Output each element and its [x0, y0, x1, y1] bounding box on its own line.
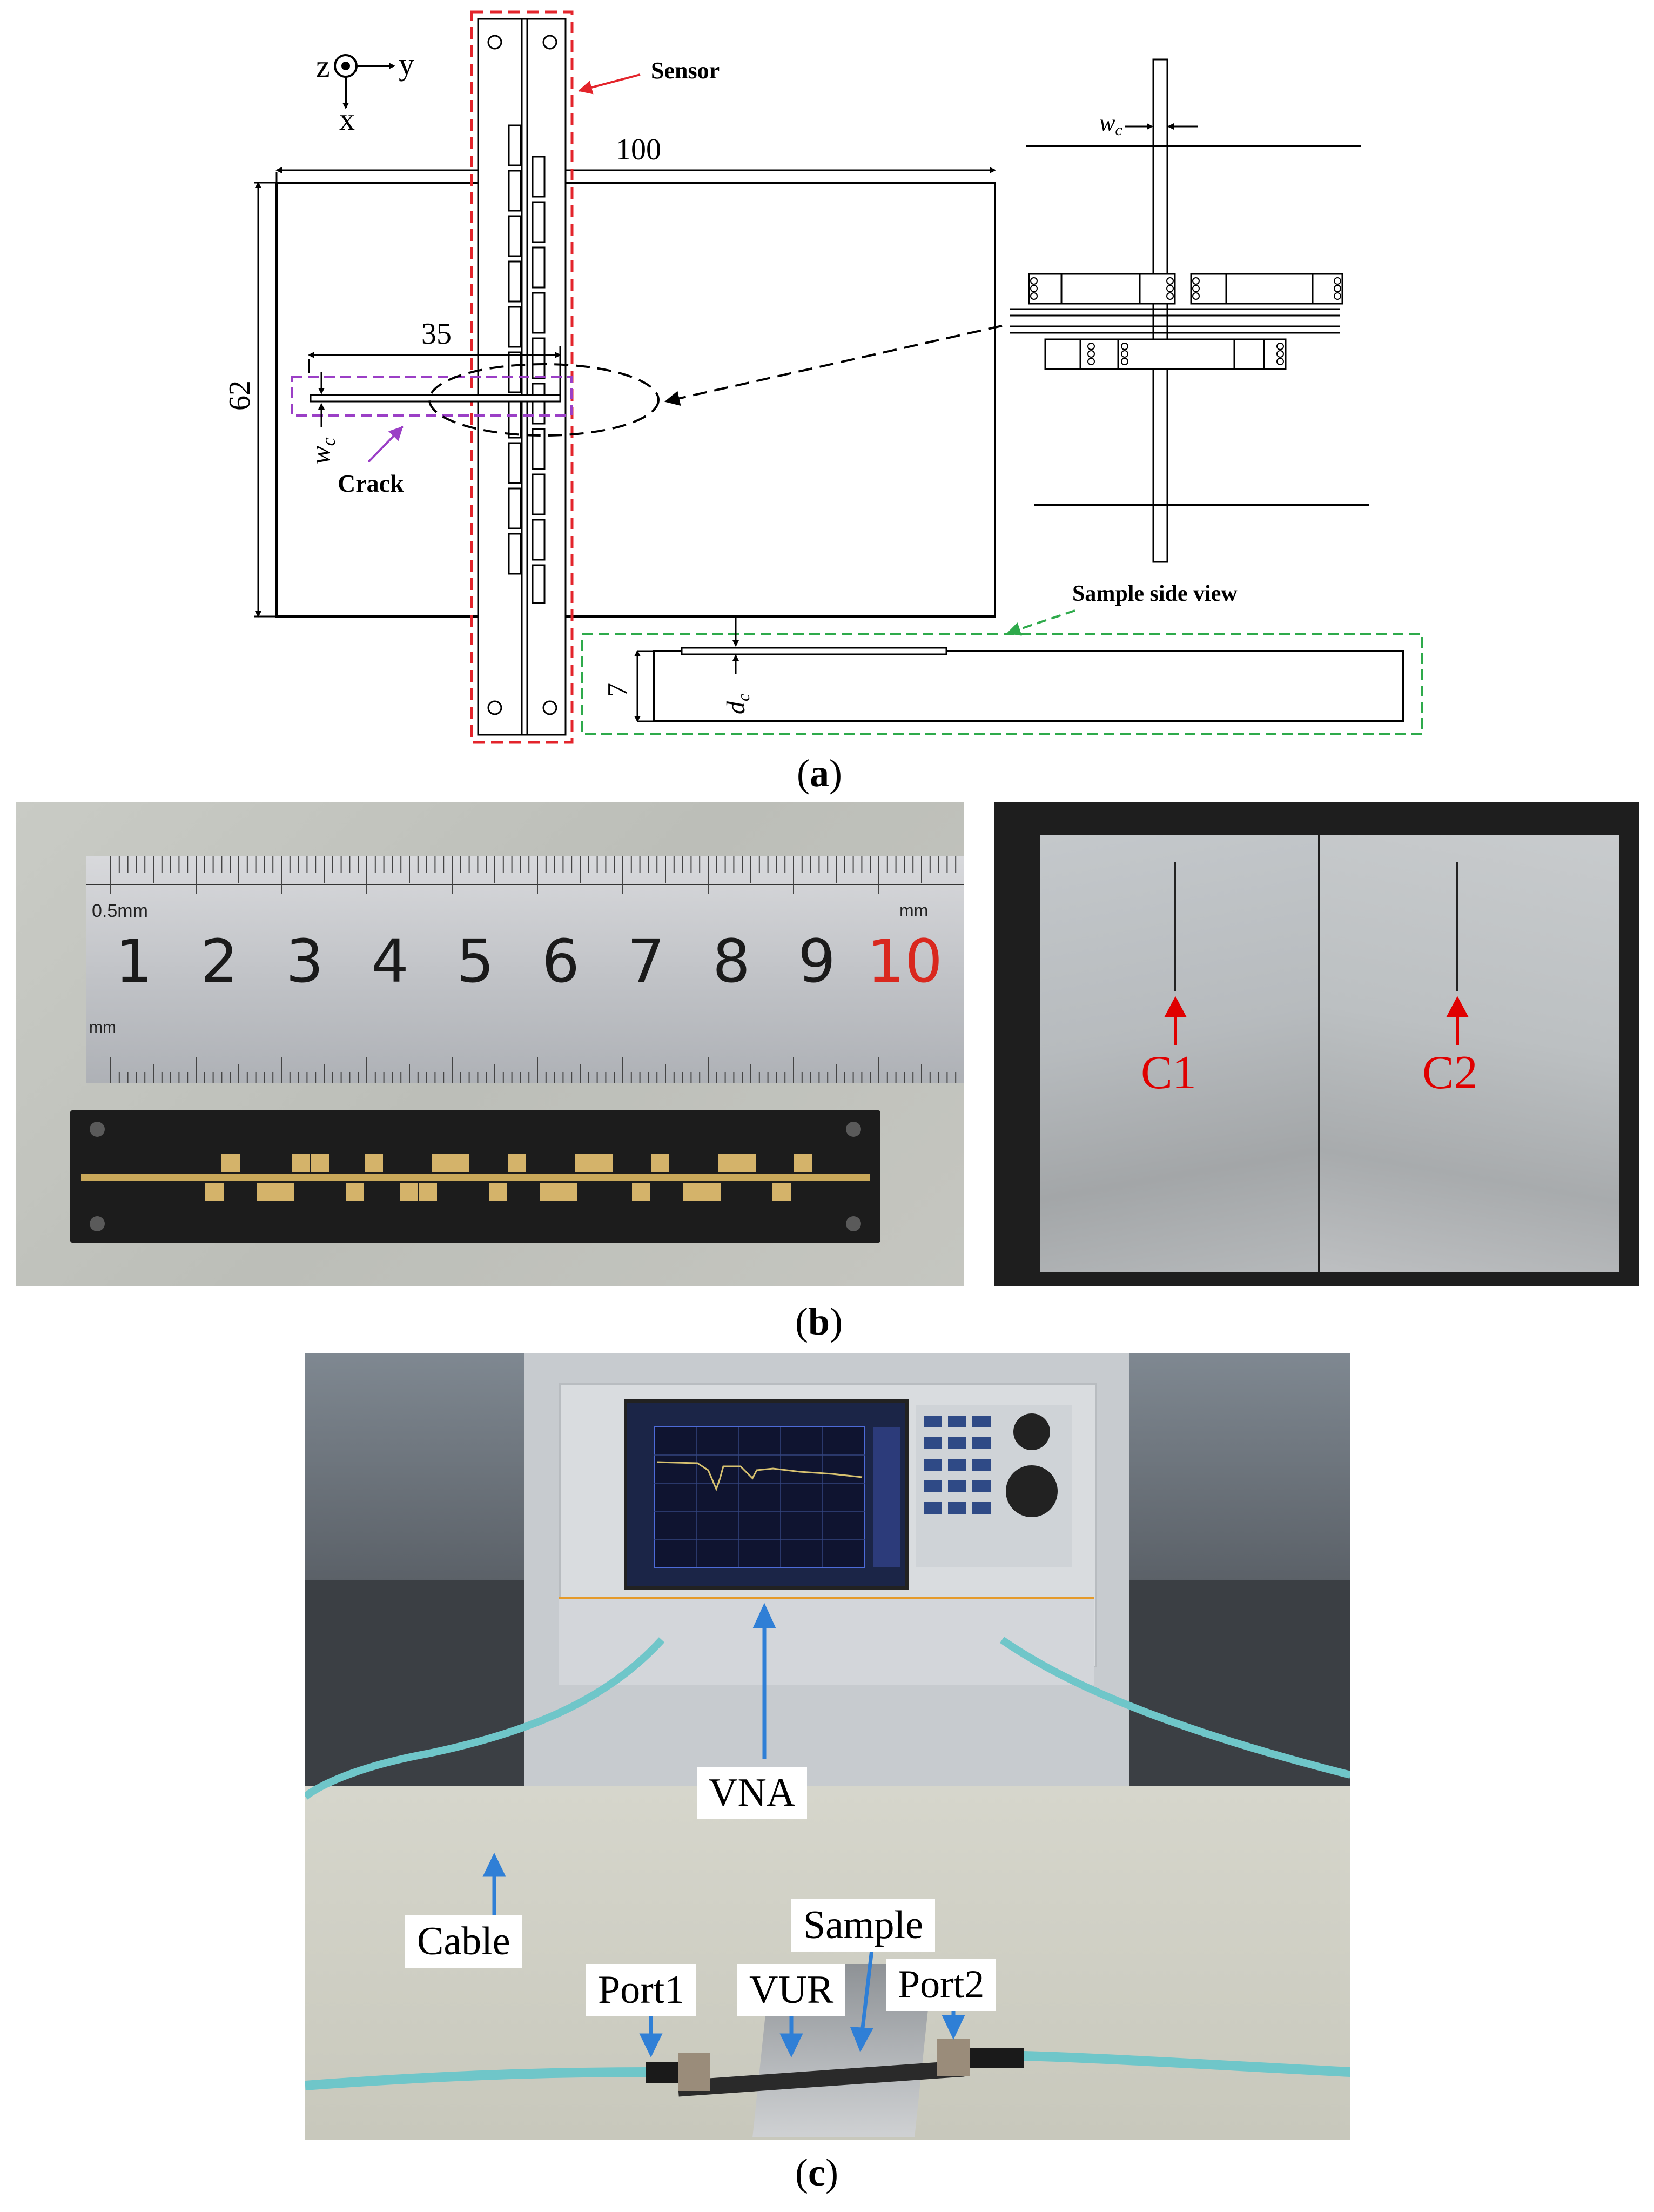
zoom-ellipse — [428, 363, 660, 437]
ruler-top-left-label: 0.5mm — [92, 901, 148, 921]
crack-c1-line — [1174, 862, 1176, 991]
photo-ruler-and-sensor: 0.5mm mm mm 123456789101 — [16, 802, 964, 1286]
vna-screen — [624, 1399, 909, 1590]
label-cable: Cable — [405, 1915, 522, 1968]
aluminum-plate-right — [1320, 835, 1619, 1272]
axis-indicator: z y x — [316, 46, 414, 137]
ruler-number: 8 — [712, 927, 750, 996]
wc-label-right: w — [1099, 110, 1115, 136]
ruler-number: 7 — [627, 927, 665, 996]
ruler-number: 2 — [200, 927, 238, 996]
ruler-unit-left: mm — [89, 1018, 116, 1036]
dimension-height-label: 62 — [223, 380, 257, 411]
caption-b: (b) — [795, 1300, 843, 1343]
photo-measurement-setup: VNA Cable Sample Port1 VUR Port2 — [305, 1353, 1350, 2140]
sample-plate-top-view — [275, 182, 996, 618]
crack-highlight-box — [291, 376, 573, 417]
dc-label: d — [722, 701, 750, 714]
dc-sub: c — [734, 694, 753, 701]
crack-c2-label: C2 — [1422, 1047, 1478, 1099]
ruler-number: 1 — [115, 927, 153, 996]
zoom-detail: wc — [1010, 58, 1369, 563]
callout-arrows — [482, 1603, 965, 2058]
crack-slot — [310, 394, 561, 403]
cable-left — [305, 1637, 665, 1800]
side-view-label: Sample side view — [1072, 581, 1238, 606]
label-port2: Port2 — [886, 1959, 997, 2012]
ruler-number: 3 — [286, 927, 324, 996]
cable-right — [1000, 1637, 1350, 1779]
svg-text:wc: wc — [305, 437, 339, 465]
wc-sub-right: c — [1115, 121, 1122, 139]
axis-z-label: z — [316, 49, 330, 84]
sample-side-view: 7 dc — [602, 616, 1404, 722]
dimension-width: 100 — [275, 133, 996, 183]
label-vur: VUR — [737, 1964, 846, 2017]
ruler-numbers: 123456789101 — [86, 927, 964, 1008]
ruler-number: 10 — [867, 927, 943, 996]
vna-keypad — [916, 1405, 1072, 1567]
ruler-unit-right: mm — [899, 901, 929, 920]
crack-label: Crack — [338, 470, 404, 497]
ruler-number: 4 — [371, 927, 409, 996]
axis-x-label: x — [339, 102, 355, 137]
label-vna: VNA — [697, 1767, 808, 1820]
svg-text:dc: dc — [722, 694, 753, 714]
ruler-number: 6 — [542, 927, 580, 996]
label-sample: Sample — [791, 1899, 935, 1952]
crack-length-label: 35 — [421, 317, 452, 351]
ruler-number: 9 — [798, 927, 836, 996]
crack-dimension: 35 — [308, 317, 561, 400]
svg-text:wc: wc — [1099, 110, 1122, 139]
label-port1: Port1 — [586, 1964, 697, 2017]
crack-c1-label: C1 — [1141, 1047, 1196, 1099]
dimension-width-label: 100 — [616, 133, 661, 166]
caption-a: (a) — [797, 752, 842, 795]
cable-bottom-left — [305, 2067, 651, 2090]
wc-label-left: w — [305, 446, 336, 465]
sensor-label: Sensor — [651, 57, 720, 84]
cable-bottom-right — [1023, 2051, 1350, 2077]
panel-a-diagram: z y x 100 62 — [223, 10, 1423, 744]
aluminum-plate-left — [1040, 835, 1318, 1272]
connector-right — [964, 2048, 1024, 2068]
photo-cracked-samples: C1 C2 — [994, 802, 1639, 1286]
crack-c2-line — [1456, 862, 1458, 991]
dimension-height: 62 — [223, 182, 277, 618]
ruler-number: 5 — [456, 927, 494, 996]
ruler: 0.5mm mm mm 123456789101 — [86, 856, 964, 1083]
axis-y-label: y — [399, 46, 414, 82]
wc-sub-left: c — [318, 437, 339, 446]
sensor-pcb — [70, 1110, 880, 1243]
caption-c: (c) — [795, 2151, 838, 2194]
thickness-label: 7 — [602, 683, 633, 697]
